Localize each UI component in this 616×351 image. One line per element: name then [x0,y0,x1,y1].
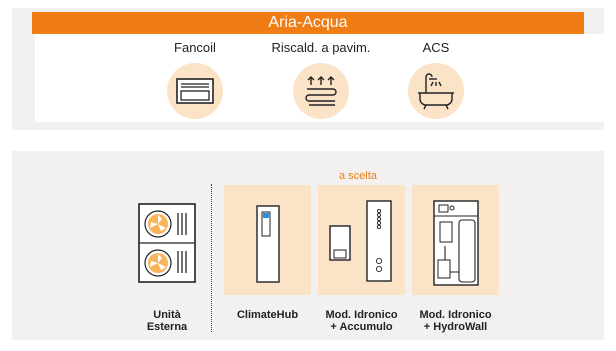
outdoor-unit-icon [138,203,196,283]
hydrowall-line1: Mod. Idronico [419,309,492,321]
hydro-module-tank-icon [329,200,395,284]
emitter-label-acs: ACS [422,40,450,55]
underfloor-heating-icon [293,63,349,119]
hydro-tank-caption: Mod. Idronico + Accumulo [318,309,405,333]
climatehub-icon [256,205,280,283]
outdoor-unit-line1: Unità [153,309,181,321]
card-climatehub [224,185,311,295]
emitter-label-floor: Riscald. a pavim. [271,40,371,55]
emitter-label-fancoil: Fancoil [174,40,216,55]
card-hydro-tank [318,185,405,295]
hydro-module-hydrowall-icon [433,200,479,286]
header-bar: Aria-Acqua [32,12,584,34]
climatehub-line1: ClimateHub [236,309,299,321]
hydro-tank-line2: + Accumulo [330,321,393,333]
fancoil-icon [167,63,223,119]
hydrowall-line2: + HydroWall [423,321,488,333]
choice-label: a scelta [339,170,377,182]
bathtub-shower-icon [408,63,464,119]
hydrowall-caption: Mod. Idronico + HydroWall [412,309,499,333]
card-hydrowall [412,185,499,295]
outdoor-unit-line2: Esterna [146,321,188,333]
hydro-tank-line1: Mod. Idronico [325,309,398,321]
separator-dotted-line [211,184,212,332]
climatehub-caption: ClimateHub [224,309,311,321]
outdoor-unit-caption: Unità Esterna [140,309,194,333]
header-title: Aria-Acqua [268,14,348,31]
